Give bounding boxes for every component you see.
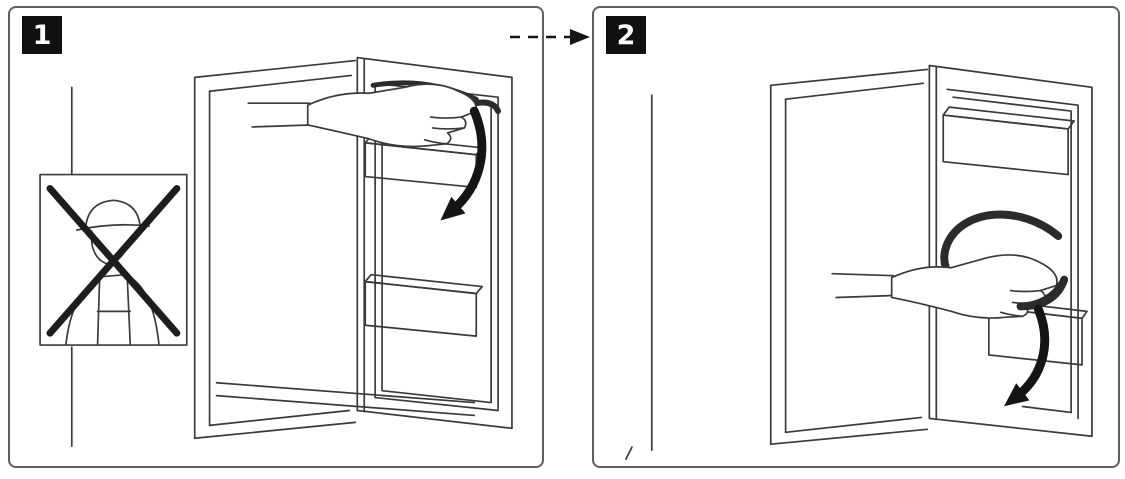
no-technician-icon <box>39 173 188 346</box>
curved-down-arrow-icon <box>1004 304 1050 407</box>
hand-icon <box>247 83 478 148</box>
fridge-illustration-step-2 <box>625 64 1093 460</box>
cabinet-body <box>193 59 476 440</box>
step-2-badge: 2 <box>606 16 646 54</box>
wall-line <box>625 94 653 460</box>
cabinet-body <box>769 68 929 446</box>
door-gasket-icon <box>946 88 1079 420</box>
dashed-right-arrow-icon <box>510 29 590 45</box>
panel-step-2: 2 <box>592 6 1120 468</box>
door-bin-lower <box>364 273 484 337</box>
curved-down-arrow-icon <box>440 106 487 221</box>
fridge-illustration-step-1 <box>39 56 513 448</box>
panel-step-1: 1 <box>8 6 544 468</box>
step-1-badge: 1 <box>22 16 62 54</box>
hand-icon <box>831 254 1067 319</box>
door-bin-upper <box>942 106 1075 176</box>
